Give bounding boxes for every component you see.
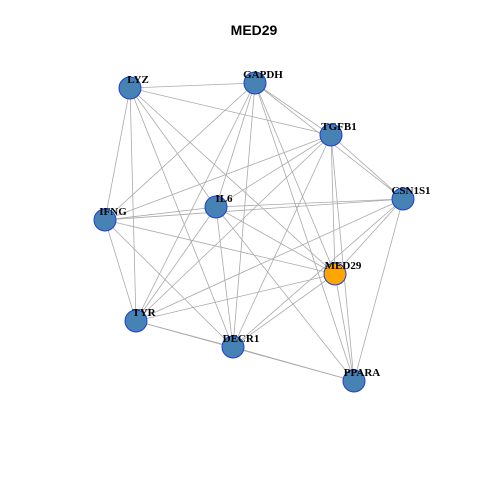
node-med29	[323, 262, 347, 286]
edge-csn1s1-ifng	[104, 198, 404, 221]
nodes-layer	[93, 71, 415, 393]
node-gapdh	[243, 71, 267, 95]
edge-gapdh-decr1	[232, 82, 256, 348]
edge-csn1s1-il6	[215, 198, 404, 208]
edge-il6-med29	[215, 206, 336, 275]
edge-ifng-il6	[104, 206, 217, 221]
node-tyr	[124, 309, 148, 333]
node-tgfb1	[319, 123, 343, 147]
edge-tgfb1-med29	[330, 134, 336, 275]
edge-gapdh-ifng	[104, 82, 256, 221]
node-label-csn1s1: CSN1S1	[391, 185, 430, 197]
edge-csn1s1-med29	[334, 198, 404, 275]
node-label-tgfb1: TGFB1	[321, 121, 356, 133]
edge-tgfb1-ifng	[104, 134, 332, 221]
edge-tgfb1-decr1	[232, 134, 332, 348]
graph-title: MED29	[231, 22, 278, 38]
node-label-ifng: IFNG	[99, 206, 127, 218]
edge-gapdh-tgfb1	[254, 82, 332, 136]
edge-csn1s1-decr1	[232, 198, 404, 348]
edge-tgfb1-tyr	[135, 134, 332, 322]
edge-gapdh-ppara	[254, 82, 355, 382]
edge-lyz-ifng	[104, 87, 131, 221]
edge-tgfb1-il6	[215, 134, 332, 208]
node-label-il6: IL6	[215, 193, 233, 205]
node-label-lyz: LYZ	[127, 74, 149, 86]
edge-lyz-med29	[129, 87, 336, 275]
node-label-med29: MED29	[325, 260, 362, 272]
edge-tgfb1-csn1s1	[330, 134, 404, 200]
edge-ifng-decr1	[104, 219, 234, 348]
edge-il6-decr1	[215, 206, 234, 348]
node-label-tyr: TYR	[132, 307, 156, 319]
edge-lyz-gapdh	[129, 82, 256, 89]
node-ppara	[342, 369, 366, 393]
edge-il6-tyr	[135, 206, 217, 322]
node-decr1	[221, 335, 245, 359]
edges-layer	[104, 82, 404, 382]
edge-il6-ppara	[215, 206, 355, 382]
edge-ifng-med29	[104, 219, 336, 275]
edge-gapdh-tyr	[135, 82, 256, 322]
edge-gapdh-il6	[215, 82, 256, 208]
node-ifng	[93, 208, 117, 232]
edge-lyz-tgfb1	[129, 87, 332, 136]
node-lyz	[118, 76, 142, 100]
edge-decr1-ppara	[232, 346, 355, 382]
node-csn1s1	[391, 187, 415, 211]
node-label-decr1: DECR1	[223, 333, 260, 345]
edge-csn1s1-ppara	[353, 198, 404, 382]
edge-med29-tyr	[135, 273, 336, 322]
edge-lyz-tyr	[129, 87, 137, 322]
node-il6	[204, 195, 228, 219]
edge-gapdh-med29	[254, 82, 336, 275]
node-label-gapdh: GAPDH	[243, 69, 283, 81]
node-label-ppara: PPARA	[344, 367, 381, 379]
edge-med29-ppara	[334, 273, 355, 382]
edge-ifng-tyr	[104, 219, 137, 322]
edge-tgfb1-ppara	[330, 134, 355, 382]
edge-lyz-decr1	[129, 87, 234, 348]
edge-med29-decr1	[232, 273, 336, 348]
edge-csn1s1-tyr	[135, 198, 404, 322]
edge-lyz-il6	[129, 87, 217, 208]
